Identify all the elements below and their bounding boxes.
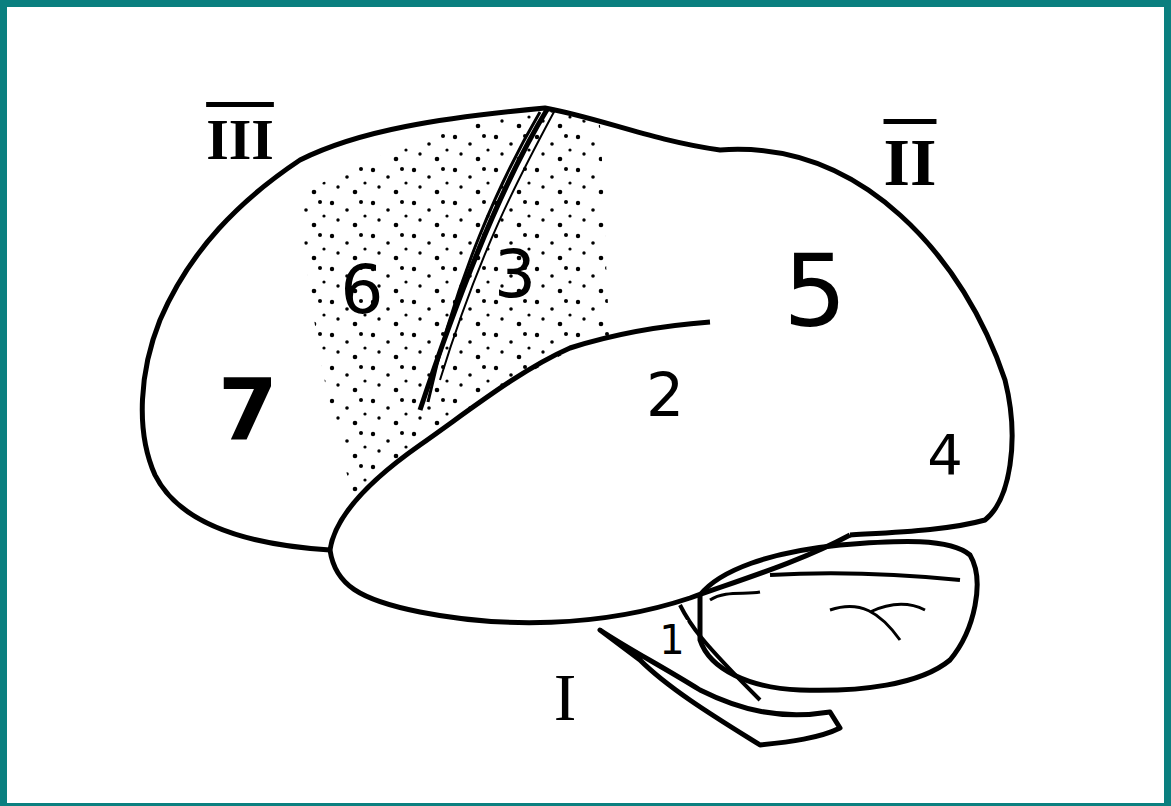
callout-number: 4	[924, 427, 966, 483]
callout-number: 3	[491, 242, 539, 308]
callout-number: 5	[780, 242, 850, 342]
callout-number: 7	[215, 367, 281, 453]
region-numeral: III	[203, 111, 277, 169]
callout-number: 2	[643, 365, 687, 425]
callout-number: 6	[337, 256, 386, 324]
callout-number: 1	[656, 620, 687, 660]
region-numeral: II	[881, 128, 940, 196]
callout-number: I	[551, 663, 580, 731]
